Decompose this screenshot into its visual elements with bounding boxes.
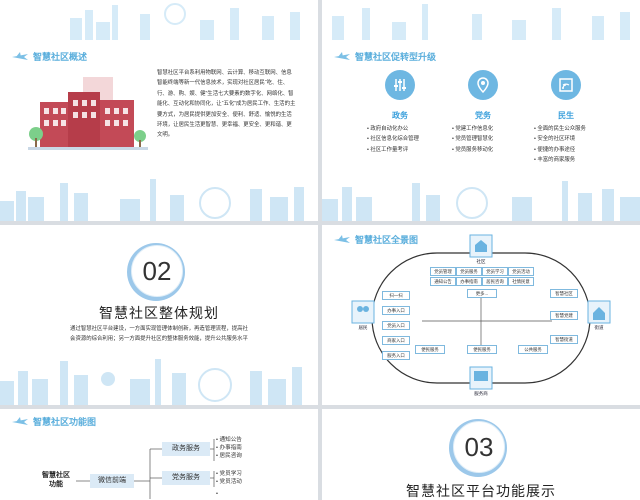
slide-panorama[interactable]: 智慧社区全景图 社区 居民 街道 服务商 党员管理 党员服务 党员学习 党员活动…: [322, 225, 640, 405]
slide-title: 智慧社区全景图: [334, 233, 418, 246]
government-service-items: 通知公告 办事指南 居民咨询: [216, 436, 242, 460]
list-item: 党员活动: [216, 478, 242, 486]
list-item: 党员管理智慧化: [452, 134, 493, 144]
government-service-node[interactable]: 政务服务: [162, 442, 210, 456]
pill-service-entry[interactable]: 办事入口: [382, 306, 410, 315]
pill-opinion[interactable]: 社情民意: [508, 277, 534, 286]
section-number: 03: [453, 421, 505, 473]
category-party: 党务: [475, 111, 491, 120]
slide-title: 智慧社区概述: [12, 50, 87, 63]
plane-icon: [334, 234, 350, 243]
pill-public-service[interactable]: 公共服务: [518, 345, 548, 354]
wifi-box-icon: [551, 70, 581, 100]
list-item: 社区工作量考评: [367, 145, 419, 155]
location-pin-icon: [468, 70, 498, 100]
pill-smart-street[interactable]: 智慧街道: [550, 335, 578, 344]
section-desc-line1: 通过智慧社区平台建设，一方面实现管理体制创新，再造管理流程，提高社: [70, 326, 248, 332]
city-skyline-top: [332, 4, 630, 40]
list-item: 党建工作信息化: [452, 124, 493, 134]
slide-title-text: 智慧社区促转型升级: [355, 52, 437, 62]
government-list: 政府自动化办公 社区信息化综合管理 社区工作量考评: [367, 124, 419, 155]
slide-title: 智慧社区促转型升级: [334, 50, 436, 63]
party-service-node[interactable]: 党务服务: [162, 471, 210, 485]
pill-party-activity[interactable]: 党员活动: [508, 267, 534, 276]
panorama-diagram: [351, 234, 611, 390]
pill-merchant-entry[interactable]: 商家入口: [382, 336, 410, 345]
section-desc-line2: 会资源的综合利用；另一方面提升社区的整体服务效能，提升公共服务水平: [70, 336, 248, 342]
city-skyline-bottom: [322, 181, 640, 221]
pill-convenience-2[interactable]: 便民服务: [467, 345, 497, 354]
pill-convenience-1[interactable]: 便民服务: [415, 345, 445, 354]
list-item: 党员服务移动化: [452, 145, 493, 155]
function-root: 智慧社区 功能: [42, 472, 70, 488]
pill-smart-community[interactable]: 智慧社区: [550, 289, 578, 298]
pill-consult[interactable]: 居民咨询: [482, 277, 508, 286]
pill-guide[interactable]: 办事指南: [456, 277, 482, 286]
category-government: 政务: [392, 111, 408, 120]
list-item: 全面的民生公众服务: [534, 124, 586, 134]
node-street: 街道: [594, 325, 604, 330]
slide-section-02[interactable]: 02 智慧社区整体规划 通过智慧社区平台建设，一方面实现管理体制创新，再造管理流…: [0, 225, 318, 405]
list-item: 政府自动化办公: [367, 124, 419, 134]
pill-party-manage[interactable]: 党员管理: [430, 267, 456, 276]
node-provider: 服务商: [474, 391, 488, 396]
list-item: 安全的社区环境: [534, 134, 586, 144]
section-title: 智慧社区整体规划: [99, 305, 219, 321]
building-illustration: [28, 77, 148, 150]
pill-notice[interactable]: 通知公告: [430, 277, 456, 286]
party-service-items: 党员学习 党员活动: [216, 470, 242, 486]
more-bullet: •: [216, 491, 218, 497]
city-skyline-bottom: [0, 179, 304, 221]
city-skyline-top: [70, 3, 300, 40]
node-community: 社区: [476, 259, 486, 264]
slide-title-text: 智慧社区功能图: [33, 417, 97, 427]
list-item: 便捷的办事途径: [534, 145, 586, 155]
slide-function-map[interactable]: 智慧社区功能图 智慧社区 功能 微信前端 政务服务 党务服务 通知公告 办事指南…: [0, 409, 318, 500]
pill-party-service[interactable]: 党员服务: [456, 267, 482, 276]
section-number: 02: [131, 245, 183, 297]
sliders-icon: [385, 70, 415, 100]
pill-more[interactable]: 更多...: [467, 289, 497, 298]
party-list: 党建工作信息化 党员管理智慧化 党员服务移动化: [452, 124, 493, 155]
pill-party-study[interactable]: 党员学习: [482, 267, 508, 276]
plane-icon: [12, 51, 28, 60]
plane-icon: [12, 416, 28, 425]
list-item: 居民咨询: [216, 452, 242, 460]
list-item: 通知公告: [216, 436, 242, 444]
slide-title-text: 智慧社区概述: [33, 52, 88, 62]
node-residents: 居民: [358, 325, 368, 330]
pill-scan[interactable]: 扫一扫: [382, 291, 410, 300]
city-skyline-bottom: [0, 359, 302, 405]
slide-upgrade[interactable]: 智慧社区促转型升级 政务 党务 民生 政府自动化办公 社区信息化综合管理 社区工…: [322, 0, 640, 221]
list-item: 社区信息化综合管理: [367, 134, 419, 144]
overview-paragraph: 智慧社区平台系利用物联网、云计算、移动互联网、信息智能终端等新一代信息技术，实现…: [157, 70, 296, 139]
slide-title-text: 智慧社区全景图: [355, 235, 419, 245]
category-livelihood: 民生: [558, 111, 574, 120]
pill-party-entry[interactable]: 党员入口: [382, 321, 410, 330]
list-item: 办事指南: [216, 444, 242, 452]
pill-service-portal[interactable]: 服务入口: [382, 351, 410, 360]
pill-smart-party[interactable]: 智慧党建: [550, 311, 578, 320]
section-title: 智慧社区平台功能展示: [406, 483, 556, 499]
plane-icon: [334, 51, 350, 60]
slide-overview[interactable]: 智慧社区概述 智慧社区平台系利用物联网、云计算、移动互联网、信息智能终端等新一代…: [0, 0, 318, 221]
slide-section-03[interactable]: 03 智慧社区平台功能展示: [322, 409, 640, 500]
livelihood-list: 全面的民生公众服务 安全的社区环境 便捷的办事途径 丰富的商家服务: [534, 124, 586, 165]
slide-title: 智慧社区功能图: [12, 415, 96, 428]
list-item: 丰富的商家服务: [534, 155, 586, 165]
function-tree-lines: [76, 439, 215, 499]
wechat-frontend-node[interactable]: 微信前端: [90, 474, 134, 488]
list-item: 党员学习: [216, 470, 242, 478]
